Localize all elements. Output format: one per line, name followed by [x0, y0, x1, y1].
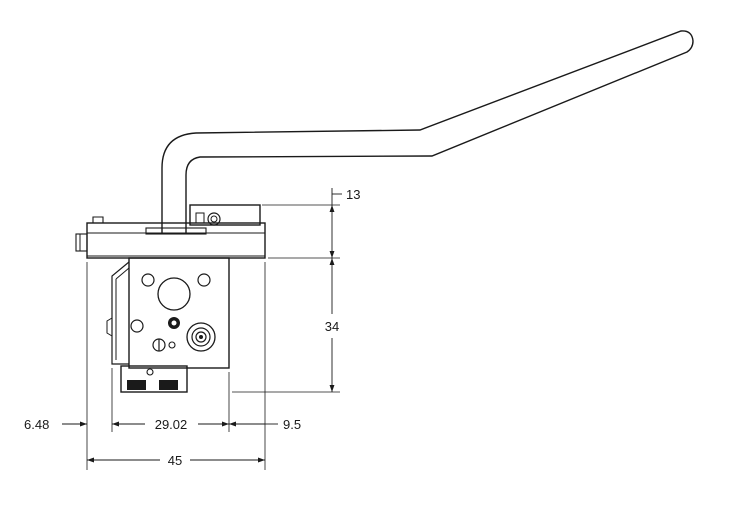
mount-hole [197, 273, 211, 287]
bottom-connector [120, 365, 188, 393]
handle-collar [145, 227, 207, 235]
dimension-body-width: 29.02 [112, 417, 229, 432]
top-plate [75, 204, 266, 259]
dim-label-right-offset: 9.5 [283, 417, 301, 432]
dim-label-overall-width: 45 [168, 453, 182, 468]
dim-label-body-height: 34 [325, 319, 339, 334]
center-hole [157, 277, 191, 311]
left-stud [75, 233, 88, 252]
dimension-left-offset: 6.48 [24, 417, 137, 432]
connector-pin [159, 380, 178, 390]
clamp-screw [207, 212, 221, 226]
body-block-outline [128, 257, 230, 369]
right-clamp-block [189, 204, 261, 226]
dimension-top-height: 13 [329, 187, 360, 258]
extension-lines [86, 204, 340, 470]
bearing-fitting [186, 322, 216, 352]
lever-handle-outline [161, 30, 694, 233]
dim-label-left-offset: 6.48 [24, 417, 49, 432]
body-block [106, 257, 230, 393]
dim-label-top-height: 13 [346, 187, 360, 202]
dim-label-body-width: 29.02 [155, 417, 188, 432]
small-hole [168, 341, 176, 349]
dimension-overall-width: 45 [87, 453, 265, 468]
connector-pin [127, 380, 146, 390]
lever-handle [161, 30, 694, 233]
mount-hole [141, 273, 155, 287]
dimension-body-height: 34 [320, 258, 346, 392]
side-bracket [111, 261, 130, 365]
mount-hole [130, 319, 144, 333]
dimension-right-offset: 9.5 [229, 417, 301, 432]
slotted-screw [152, 338, 166, 352]
